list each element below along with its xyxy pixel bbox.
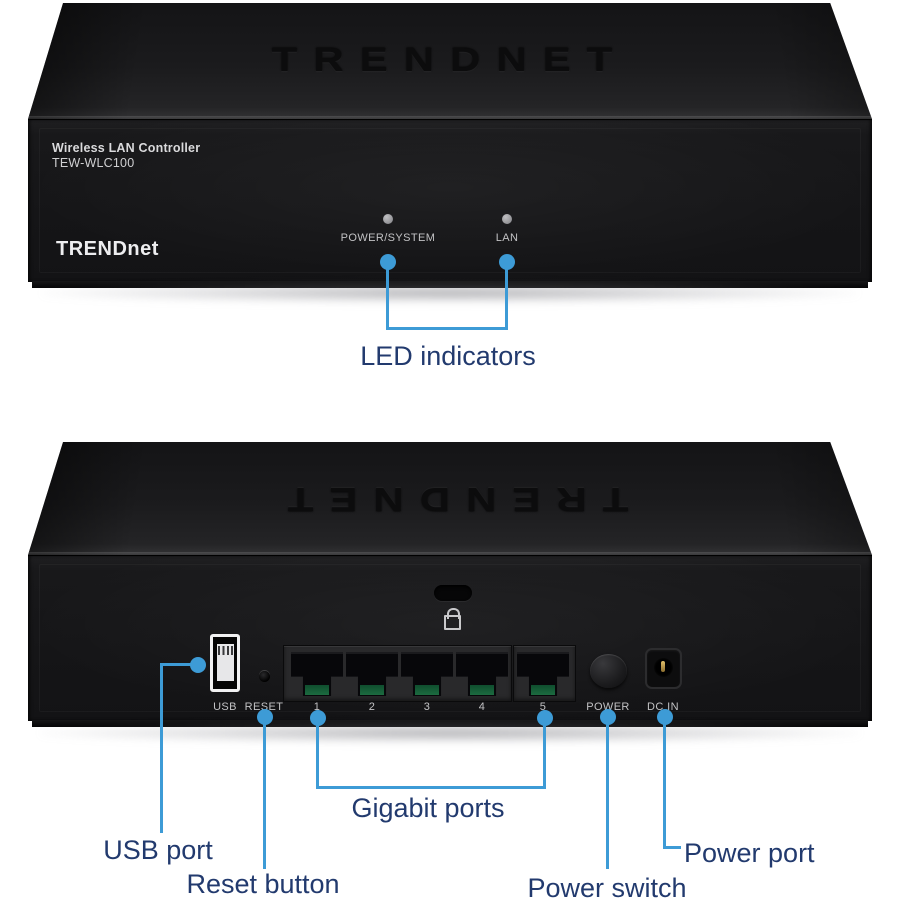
usb-port-contacts xyxy=(218,646,233,655)
power-system-led-label: POWER/SYSTEM xyxy=(340,232,436,244)
callout-dot-led-power xyxy=(380,254,396,270)
reset-callout-label: Reset button xyxy=(186,869,340,899)
gigabit-callout-label: Gigabit ports xyxy=(351,793,505,823)
port-pcb xyxy=(415,685,439,695)
power-switch-callout-label: Power switch xyxy=(527,873,687,900)
front-device-shadow xyxy=(42,283,858,303)
lock-icon xyxy=(447,608,460,619)
power-system-led xyxy=(383,214,393,224)
front-device-top-face: TRENDNET xyxy=(28,3,872,119)
brand-logo: TRENDnet xyxy=(56,238,159,260)
callout-dot-port1 xyxy=(310,710,326,726)
product-model-text: TEW-WLC100 xyxy=(52,156,135,170)
callout-line xyxy=(543,718,546,789)
port-5-label: 5 xyxy=(539,701,547,713)
embossed-brand-logo: TRENDNET xyxy=(271,40,629,79)
port-pcb xyxy=(305,685,329,695)
embossed-brand-logo-mirrored: TRENDNET xyxy=(271,480,629,519)
callout-dot-power xyxy=(600,709,616,725)
callout-line xyxy=(386,262,389,330)
port-pcb xyxy=(470,685,494,695)
usb-callout-label: USB port xyxy=(103,835,213,865)
lan-led-label: LAN xyxy=(495,232,519,244)
callout-line xyxy=(160,663,163,833)
callout-line xyxy=(386,327,508,330)
rear-device-top-face: TRENDNET xyxy=(28,442,872,555)
callout-dot-usb xyxy=(190,657,206,673)
callout-dot-dcin xyxy=(657,709,673,725)
port-pcb xyxy=(531,685,555,695)
port-1-label: 1 xyxy=(313,701,321,713)
port-4-label: 4 xyxy=(478,701,486,713)
dc-in-label: DC IN xyxy=(647,701,679,713)
callout-line xyxy=(263,717,266,869)
usb-label: USB xyxy=(213,701,237,713)
top-face-edge-highlight xyxy=(28,116,872,119)
rear-device-shadow xyxy=(40,723,860,743)
callout-dot-led-lan xyxy=(499,254,515,270)
led-callout-label: LED indicators xyxy=(360,341,536,371)
reset-button xyxy=(259,671,270,682)
front-device-face xyxy=(28,119,872,282)
callout-line xyxy=(316,786,546,789)
callout-line xyxy=(663,846,681,849)
power-switch xyxy=(590,654,627,688)
callout-line xyxy=(160,663,198,666)
top-face-edge-highlight xyxy=(28,552,872,555)
callout-line xyxy=(505,262,508,330)
lock-icon xyxy=(444,615,461,630)
power-label: POWER xyxy=(586,701,630,713)
port-3-label: 3 xyxy=(423,701,431,713)
callout-line xyxy=(663,717,666,849)
reset-label: RESET xyxy=(244,701,284,713)
callout-line xyxy=(606,717,609,869)
product-name-text: Wireless LAN Controller xyxy=(52,141,201,155)
port-pcb xyxy=(360,685,384,695)
power-port-callout-label: Power port xyxy=(684,838,815,868)
port-2-label: 2 xyxy=(368,701,376,713)
top-face-shading xyxy=(28,442,872,555)
callout-dot-reset xyxy=(257,709,273,725)
lan-led xyxy=(502,214,512,224)
callout-line xyxy=(316,718,319,789)
kensington-lock-slot xyxy=(434,585,472,601)
top-face-shading xyxy=(28,3,872,119)
callout-dot-port5 xyxy=(537,710,553,726)
dc-in-pin xyxy=(661,661,665,672)
